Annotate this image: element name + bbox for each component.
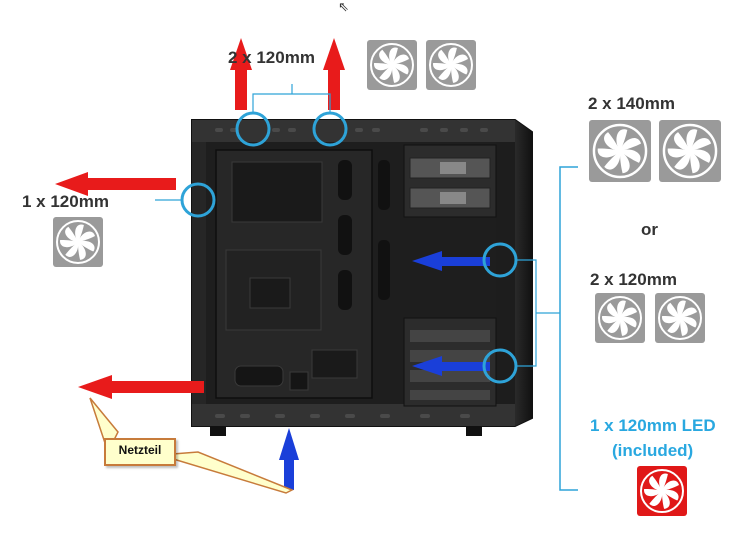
fan-icon — [595, 293, 645, 343]
led-fan-included-label: (included) — [612, 441, 694, 460]
bottom-intake-arrow — [279, 428, 299, 490]
fan-icon — [655, 293, 705, 343]
pc-case — [191, 119, 533, 436]
fan-icon — [659, 120, 721, 182]
exhaust-arrows — [55, 38, 345, 399]
bracket-lines — [155, 84, 578, 491]
psu-callout: Netzteil — [104, 438, 176, 466]
front-fan-label-140: 2 x 140mm — [588, 94, 675, 113]
fan-icon — [367, 40, 417, 90]
rear-fan-label: 1 x 120mm — [22, 192, 109, 211]
front-intake-arrow-lower — [412, 356, 490, 376]
fan-icon — [53, 217, 103, 267]
front-intake-arrow-upper — [412, 251, 490, 271]
psu-exhaust-arrow — [78, 375, 204, 399]
front-fan-label-120: 2 x 120mm — [590, 270, 677, 289]
top-exhaust-arrow-left — [230, 38, 252, 110]
psu-callout-text: Netzteil — [118, 443, 162, 457]
pointer-cursor-icon: ⇖ — [338, 0, 349, 15]
or-label: or — [641, 220, 658, 239]
rear-exhaust-arrow — [55, 172, 176, 196]
led-fan-icon — [637, 466, 687, 516]
fan-icon — [589, 120, 651, 182]
top-exhaust-arrow-right — [323, 38, 345, 110]
intake-arrows — [279, 251, 490, 490]
top-fan-label: 2 x 120mm — [228, 48, 315, 67]
fan-icon — [426, 40, 476, 90]
led-fan-label: 1 x 120mm LED — [590, 416, 716, 435]
